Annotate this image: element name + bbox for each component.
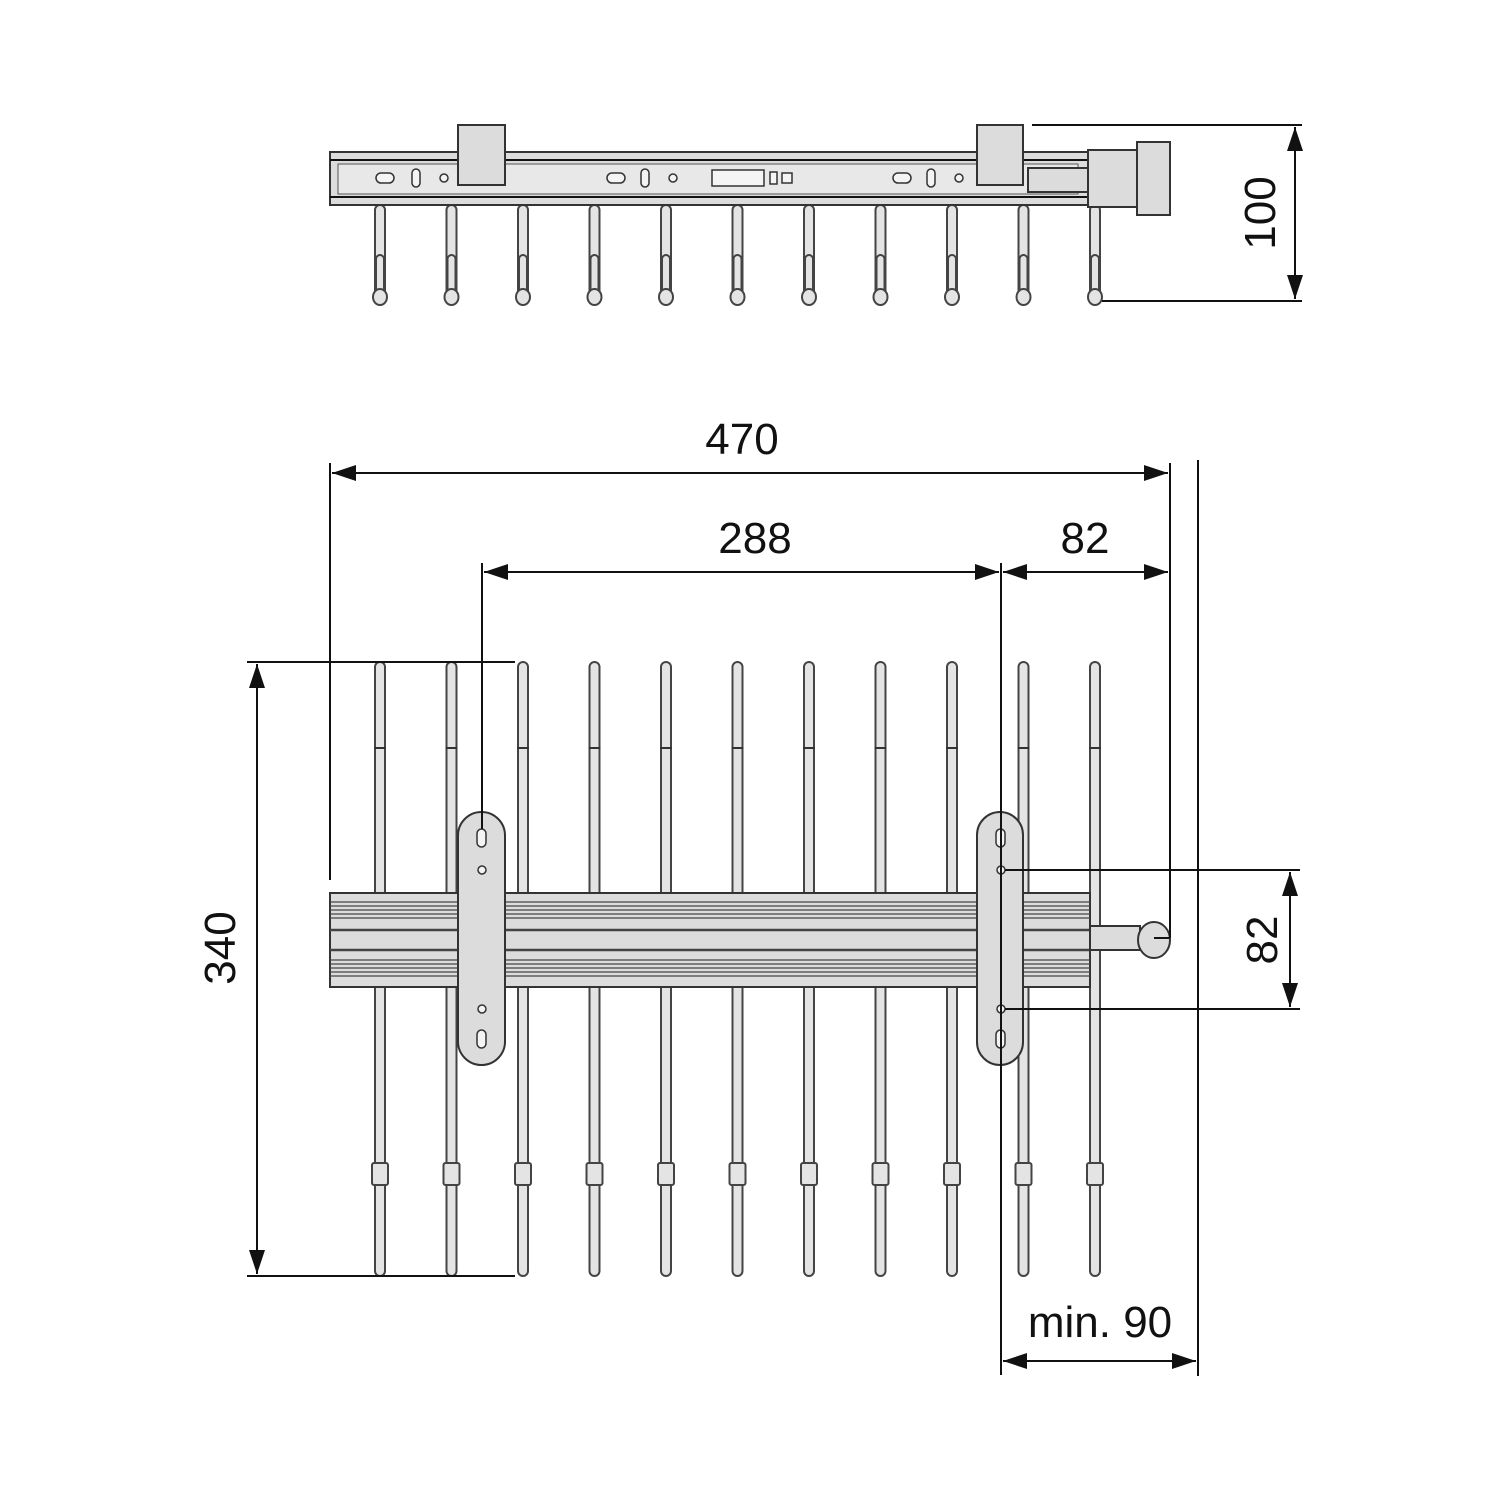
dimension-label-100: 100	[1236, 176, 1285, 249]
dimension-label-82-top: 82	[1061, 514, 1110, 563]
top-bracket-right	[976, 124, 1024, 186]
main-rail	[329, 892, 1091, 988]
top-rail-inner	[337, 163, 1079, 195]
top-rod	[872, 204, 889, 306]
top-end-flange	[1136, 141, 1171, 216]
top-rod	[515, 204, 531, 306]
top-end-cap	[1087, 149, 1139, 208]
dimension-label-82-right: 82	[1238, 916, 1287, 965]
top-view: 100	[329, 124, 1303, 306]
dimension-label-340: 340	[196, 911, 245, 984]
top-rod	[443, 204, 460, 306]
top-rod	[586, 204, 603, 306]
top-slide-extension	[1027, 167, 1091, 193]
dimension-label-470: 470	[705, 415, 778, 464]
top-rod	[372, 204, 388, 306]
rail-holes	[375, 168, 964, 188]
top-rod	[801, 204, 817, 306]
top-rod	[944, 204, 960, 306]
top-rod	[1015, 204, 1032, 306]
dimension-label-288: 288	[718, 514, 791, 563]
plan-view: 470 288 82 340 82 min. 90	[196, 415, 1300, 1376]
top-view-rods	[372, 204, 1103, 306]
handle-knob	[1137, 921, 1171, 959]
handle-rod	[1089, 925, 1141, 951]
top-bracket-left	[457, 124, 506, 186]
rail-grooves	[330, 901, 1090, 977]
top-rod	[658, 204, 674, 306]
mounting-plate-left	[457, 811, 506, 1066]
top-rod	[729, 204, 746, 306]
top-rod	[1087, 204, 1103, 306]
dimension-label-min-90: min. 90	[1028, 1298, 1172, 1347]
